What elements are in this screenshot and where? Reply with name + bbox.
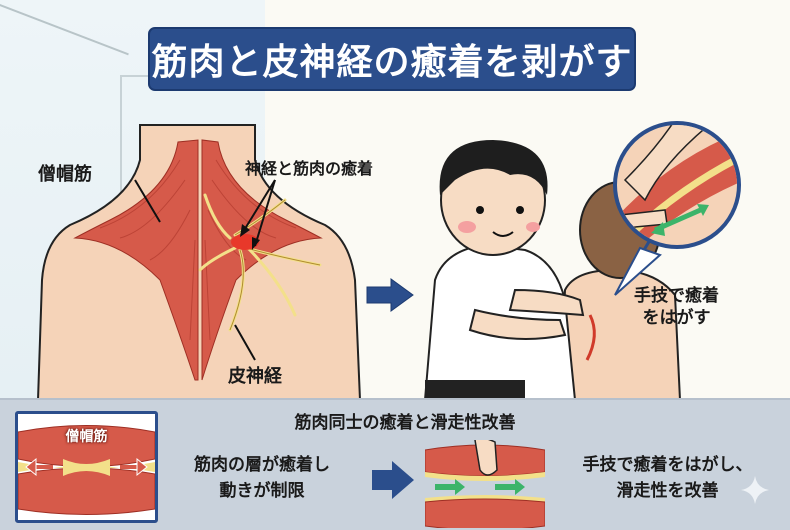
therapist-treatment-illustration <box>423 121 741 400</box>
trapezius-label: 僧帽筋 <box>38 164 92 185</box>
muscle-gliding-illustration <box>425 440 545 528</box>
adhesion-label: 神経と筋肉の癒着 <box>245 159 374 178</box>
after-line-1: 手技で癒着をはがし、 <box>582 455 753 475</box>
right-arrow-icon <box>372 461 414 499</box>
manual-therapy-caption: 手技で癒着 をはがす <box>634 285 719 329</box>
cutaneous-nerve-label: 皮神経 <box>228 366 282 387</box>
after-line-2: 滑走性を改善 <box>616 481 719 501</box>
card-trapezius-label: 僧帽筋 <box>65 429 108 445</box>
muscle-layers-illustration <box>18 425 155 515</box>
page-title: 筋肉と皮神経の癒着を剥がす <box>148 27 636 91</box>
after-description: 手技で癒着をはがし、 滑走性を改善 <box>555 452 780 504</box>
right-arrow-icon <box>366 278 414 312</box>
sparkle-icon <box>741 476 769 504</box>
before-line-1: 筋肉の層が癒着し <box>194 455 330 475</box>
before-description: 筋肉の層が癒着し 動きが制限 <box>172 452 352 504</box>
caption-line-2: をはがす <box>642 308 711 328</box>
bottom-panel: 筋肉同士の癒着と滑走性改善 僧帽筋 筋肉の層が癒着し 動きが制限 <box>0 398 790 530</box>
wall-edge-line <box>120 75 150 77</box>
before-line-2: 動きが制限 <box>219 481 305 501</box>
bottom-heading: 筋肉同士の癒着と滑走性改善 <box>294 413 516 433</box>
trapezius-adhesion-card: 僧帽筋 <box>15 411 158 523</box>
back-anatomy-illustration <box>36 124 362 400</box>
caption-line-1: 手技で癒着 <box>634 286 719 306</box>
